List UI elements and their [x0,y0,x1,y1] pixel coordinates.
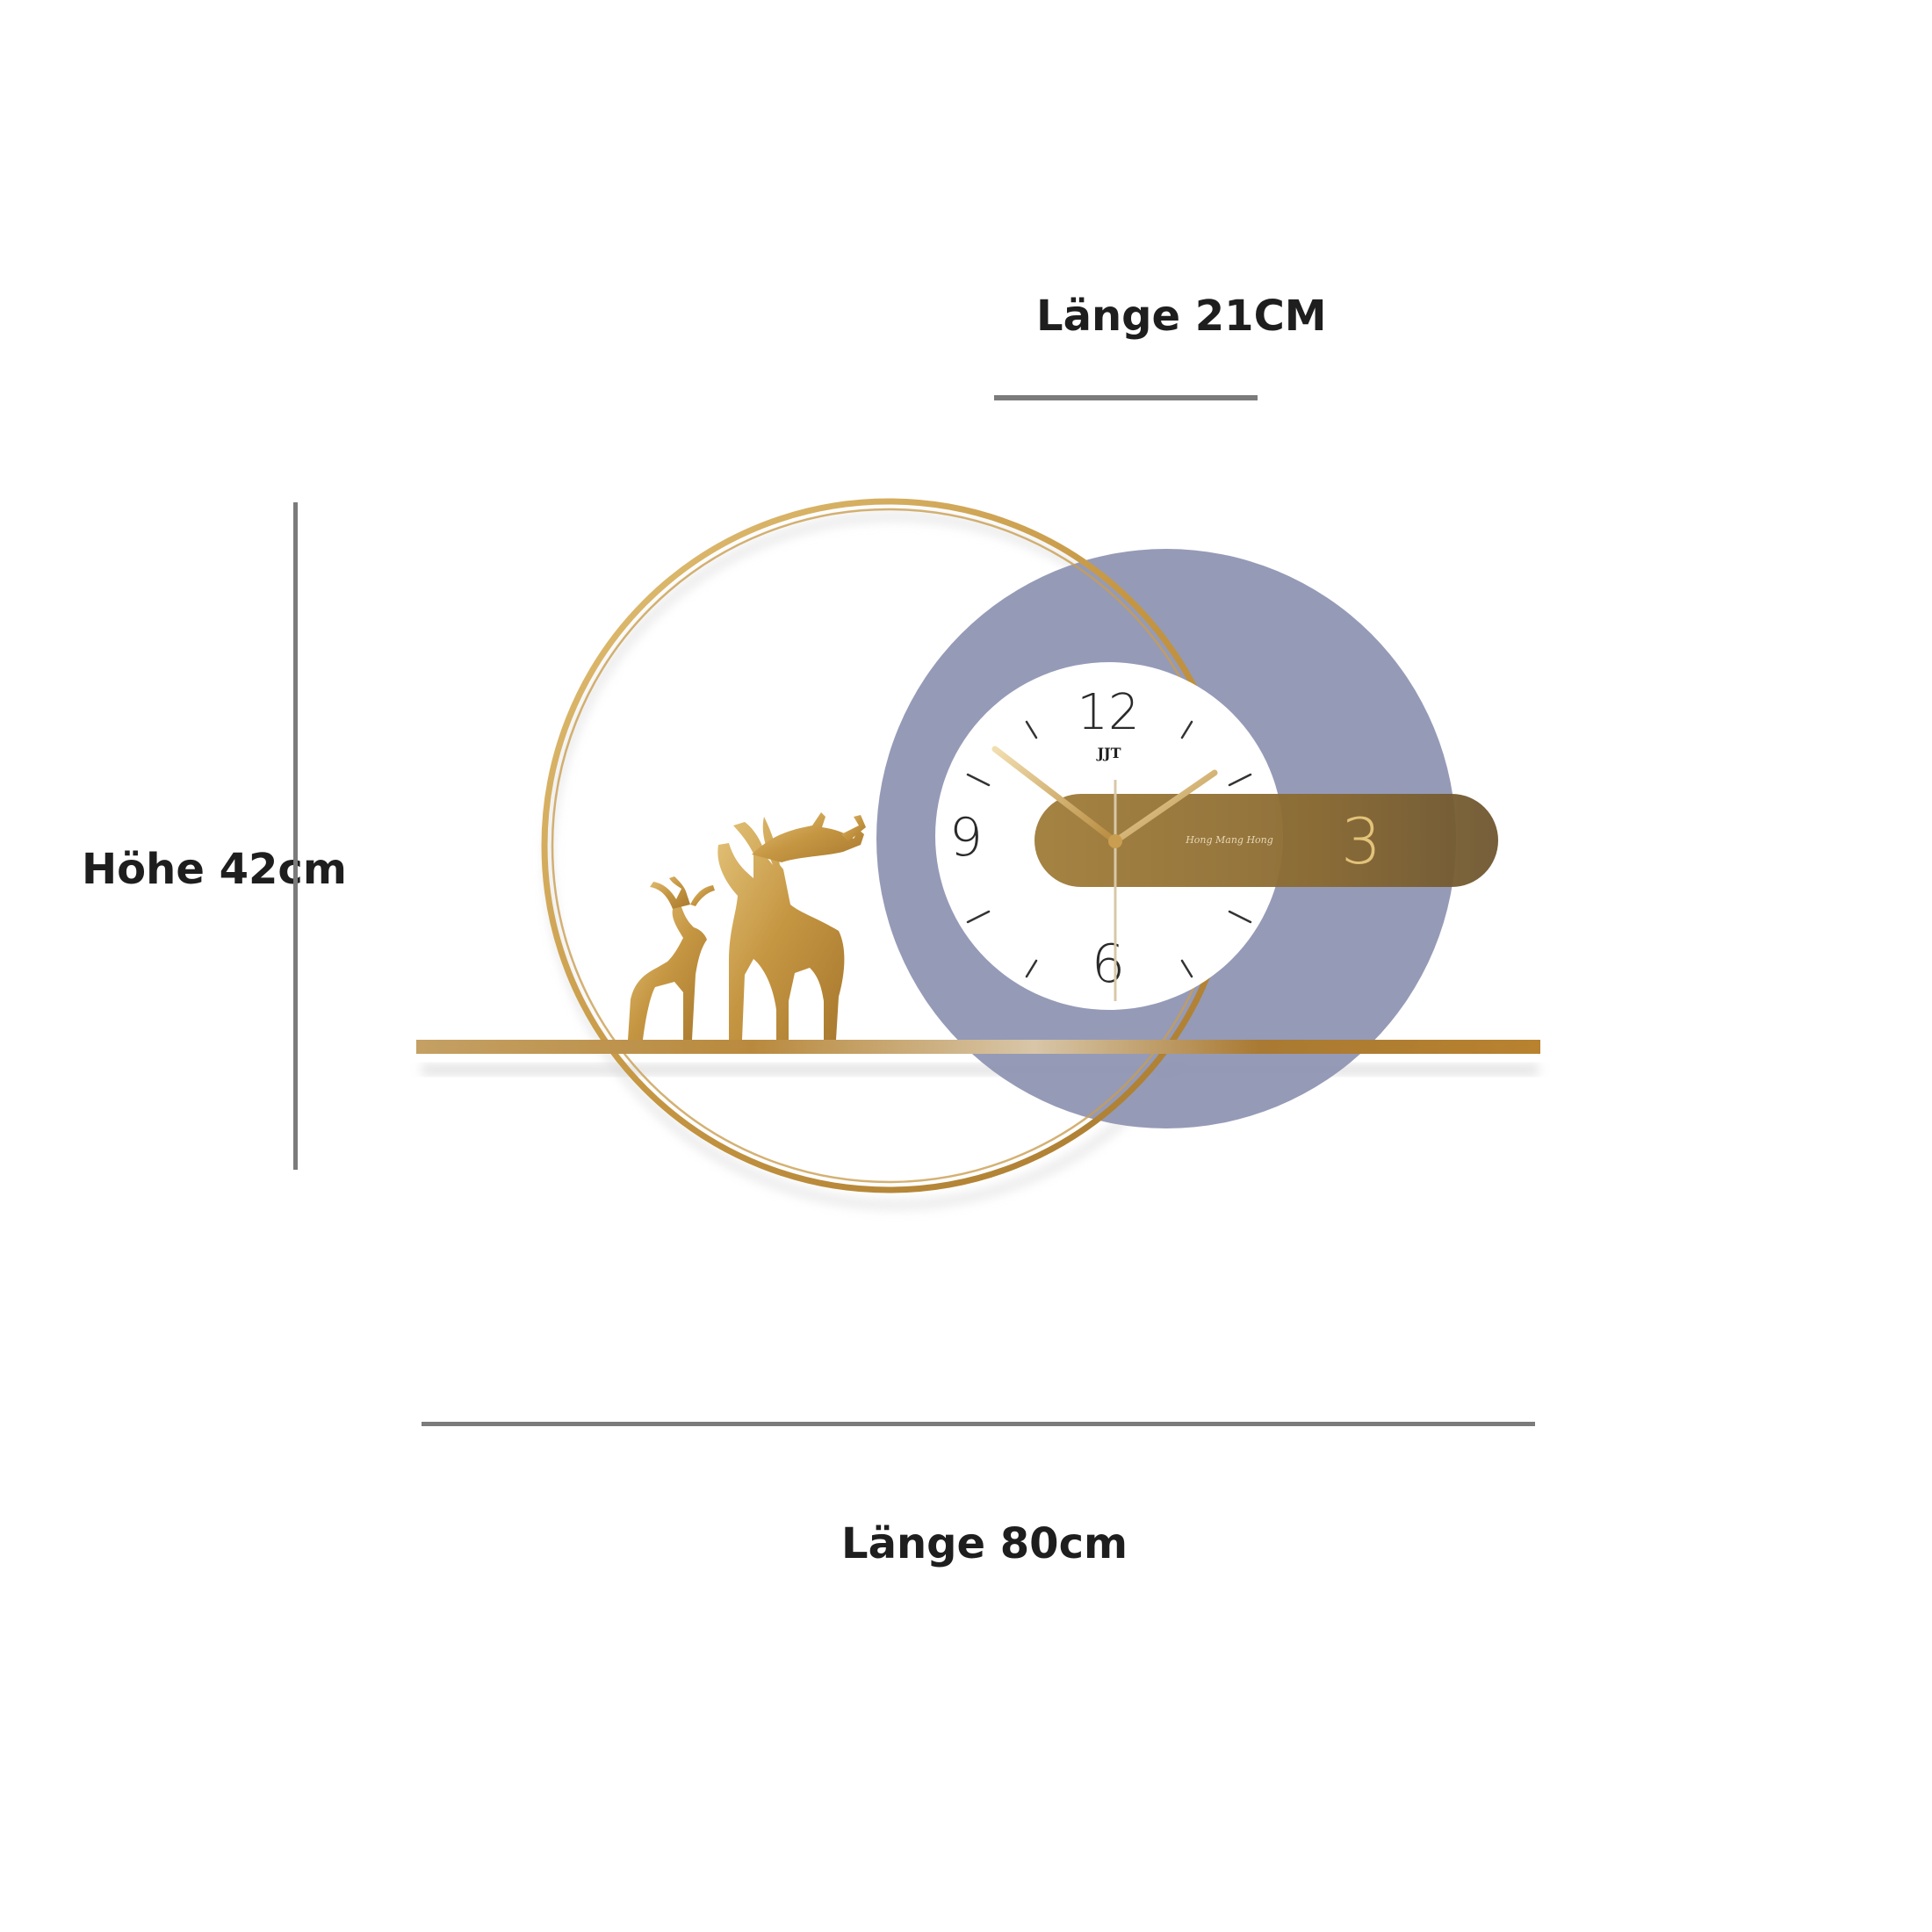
width-21cm-dimension-line [994,395,1258,400]
clock-numeral-6: 6 [1092,934,1125,995]
clock-numeral-3: 3 [1341,804,1381,878]
height-42cm-label: Höhe 42cm [82,845,347,894]
deer-large-icon [717,812,866,1040]
length-80cm-label: Länge 80cm [841,1519,1128,1568]
clock-band-script: Hong Mang Hong [1185,834,1273,846]
clock-numeral-9: 9 [949,807,983,869]
clock-numeral-12: 12 [1077,684,1139,741]
width-21cm-label: Länge 21CM [1036,292,1327,341]
height-dimension-line [293,502,298,1170]
gold-shelf-bar [416,1040,1540,1054]
clock-ticks [966,720,1252,978]
length-80cm-dimension-line [422,1422,1535,1426]
deer-small-icon [628,876,715,1040]
clock-hands [991,746,1218,1001]
clock-brand-logo: JJT [1095,745,1121,761]
